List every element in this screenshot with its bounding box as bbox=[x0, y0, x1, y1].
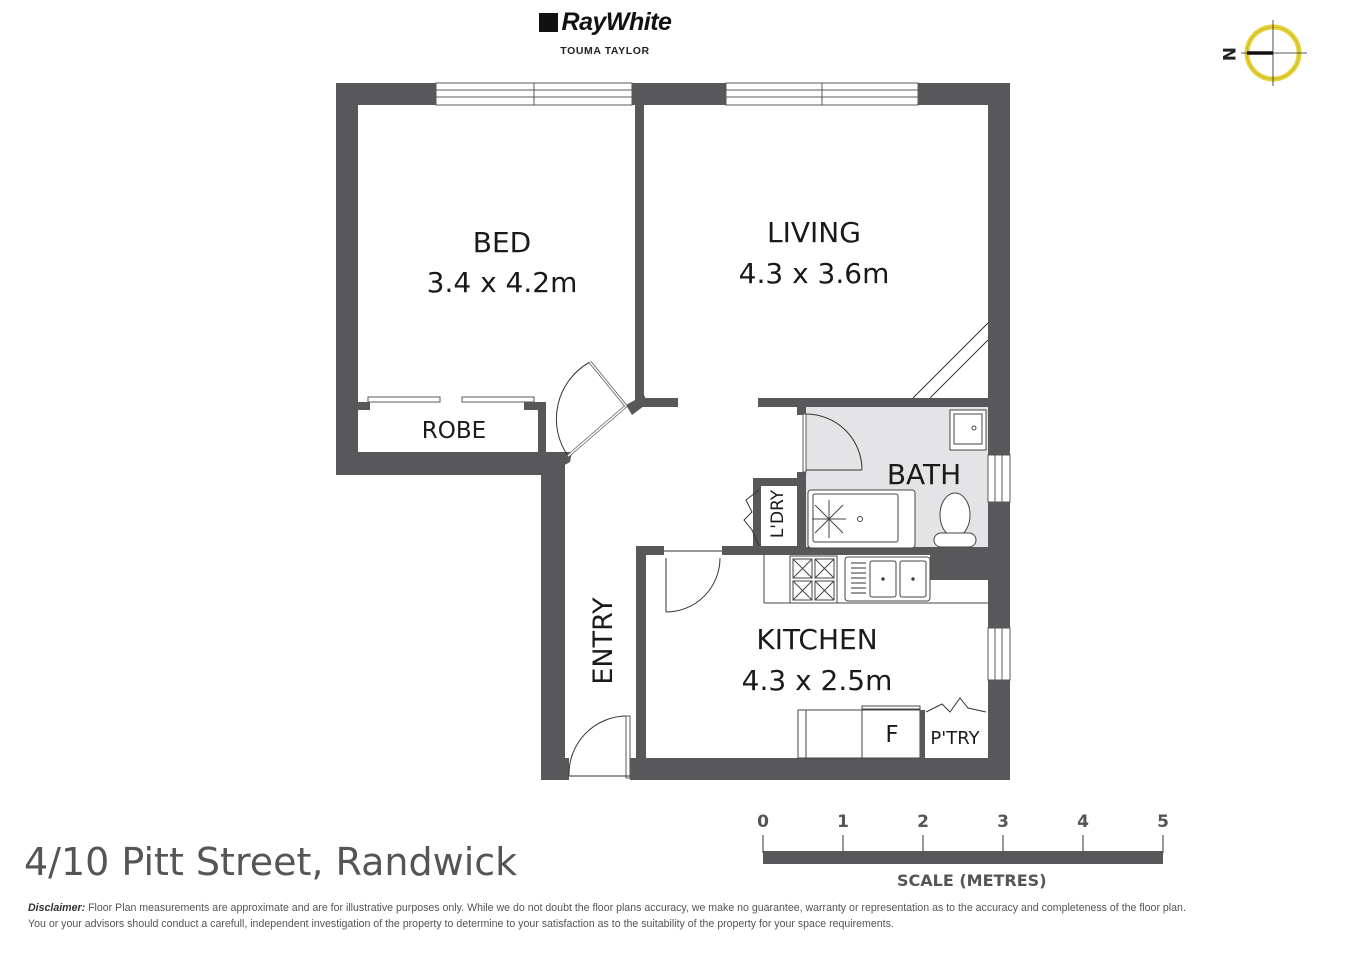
room-laundry-label: L'DRY bbox=[768, 489, 788, 538]
scale-bar: 0 1 2 3 4 5 bbox=[757, 812, 1169, 864]
kitchen-window bbox=[987, 627, 1011, 681]
room-living-dimensions: 4.3 x 3.6m bbox=[739, 257, 890, 290]
floor-plan: BED 3.4 x 4.2m LIVING 4.3 x 3.6m ROBE BA… bbox=[336, 82, 1011, 780]
room-robe-label: ROBE bbox=[422, 418, 486, 444]
kitchen-bench bbox=[797, 709, 863, 759]
room-pantry-label: P'TRY bbox=[930, 728, 980, 749]
laundry-bifold-door bbox=[743, 489, 760, 547]
windows bbox=[435, 82, 1011, 681]
north-compass-icon: N bbox=[1218, 20, 1307, 86]
room-bed-label: BED bbox=[473, 226, 531, 259]
room-bath-label: BATH bbox=[887, 458, 961, 491]
bed-door-swing bbox=[555, 361, 591, 457]
disclaimer-text: Floor Plan measurements are approximate … bbox=[28, 902, 1186, 930]
room-living-label: LIVING bbox=[767, 216, 861, 249]
scale-tick-2: 2 bbox=[917, 812, 929, 832]
pantry-bifold-door bbox=[925, 697, 987, 713]
fridge bbox=[861, 709, 921, 759]
room-entry-label: ENTRY bbox=[588, 597, 619, 685]
bath-fixtures bbox=[807, 409, 987, 549]
disclaimer: Disclaimer: Floor Plan measurements are … bbox=[28, 900, 1188, 932]
scale-tick-4: 4 bbox=[1077, 812, 1089, 832]
brand-name: RayWhite bbox=[561, 8, 672, 36]
scale-tick-0: 0 bbox=[757, 812, 769, 832]
scale-tick-1: 1 bbox=[837, 812, 849, 832]
kitchen-fixtures bbox=[763, 555, 988, 759]
room-bed-dimensions: 3.4 x 4.2m bbox=[427, 266, 578, 299]
doors bbox=[555, 322, 989, 779]
brand-square-icon bbox=[538, 13, 558, 32]
property-address: 4/10 Pitt Street, Randwick bbox=[24, 840, 518, 884]
robe-sliding-doors bbox=[367, 396, 535, 403]
brand-office: TOUMA TAYLOR bbox=[560, 45, 650, 57]
north-label: N bbox=[1218, 47, 1238, 61]
bath-window bbox=[987, 454, 1011, 503]
scale-title: SCALE (METRES) bbox=[897, 871, 1047, 890]
fridge-label: F bbox=[885, 722, 898, 748]
toilet bbox=[939, 492, 971, 538]
walls bbox=[336, 83, 1010, 780]
scale-tick-5: 5 bbox=[1157, 812, 1169, 832]
brand-logo: RayWhite TOUMA TAYLOR bbox=[500, 8, 710, 57]
room-kitchen-dimensions: 4.3 x 2.5m bbox=[742, 664, 893, 697]
disclaimer-label: Disclaimer: bbox=[28, 902, 86, 914]
room-kitchen-label: KITCHEN bbox=[756, 623, 877, 656]
scale-tick-3: 3 bbox=[997, 812, 1009, 832]
